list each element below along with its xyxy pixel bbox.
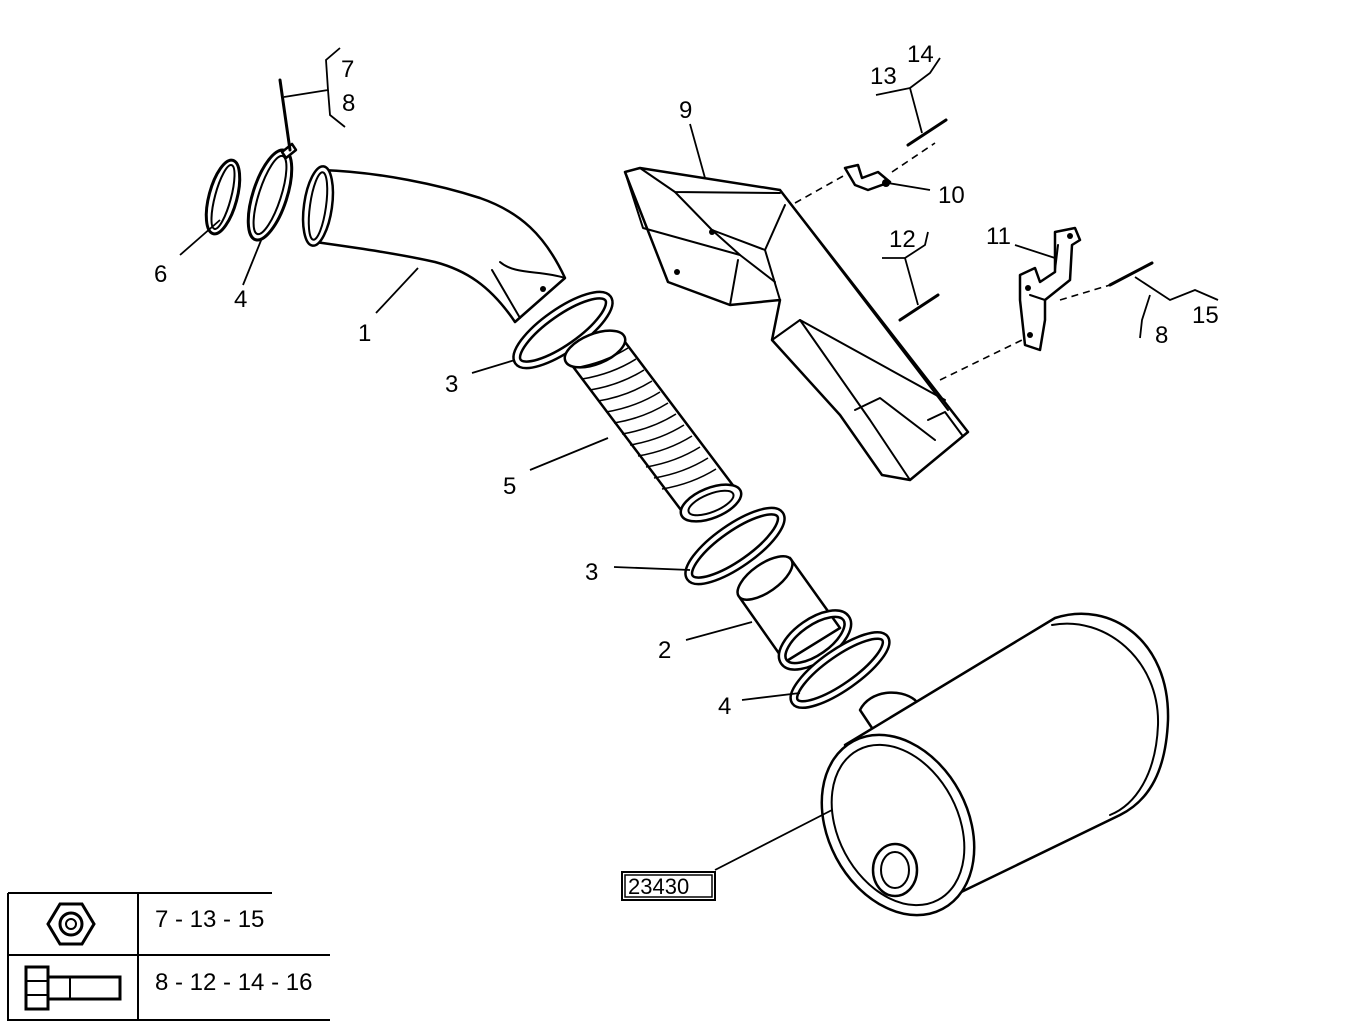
part-6-clip-ring: [204, 158, 242, 236]
hex-bolt-icon: [24, 965, 122, 1011]
label-part-9: 9: [679, 97, 692, 124]
legend-nut-parts: 7 - 13 - 15: [155, 906, 264, 933]
fasteners: [278, 78, 1154, 322]
label-part-10: 10: [938, 182, 965, 209]
label-part-14: 14: [907, 41, 934, 68]
label-part-12: 12: [889, 226, 916, 253]
label-part-6: 6: [154, 261, 167, 288]
label-part-7: 7: [341, 56, 354, 83]
hex-nut-icon: [46, 902, 96, 946]
label-part-2: 2: [658, 637, 671, 664]
label-part-3-top: 3: [445, 371, 458, 398]
label-part-5: 5: [503, 473, 516, 500]
filter-housing: [820, 612, 1170, 917]
part-3-ring-bottom: [684, 506, 786, 586]
label-part-4-top: 4: [234, 286, 247, 313]
part-labels: 7 8 6 4 1 3 5 3 2 4 9 13 14 10 12 11 15 …: [154, 41, 1219, 720]
label-part-13: 13: [870, 63, 897, 90]
assembly-lines: [794, 142, 1111, 381]
reference-code-box: 23430: [621, 871, 716, 901]
reference-code: 23430: [628, 874, 689, 899]
part-10-small-bracket: [843, 163, 892, 192]
label-part-15: 15: [1192, 302, 1219, 329]
part-4-hose-clamp-bottom: [789, 631, 891, 709]
legend-bolt-parts: 8 - 12 - 14 - 16: [155, 969, 312, 996]
part-2-adapter-sleeve: [736, 555, 853, 671]
label-part-8-right: 8: [1155, 322, 1168, 349]
fastener-legend: 7 - 13 - 15 8 - 12 - 14 - 16: [7, 892, 330, 1021]
label-part-8-top: 8: [342, 90, 355, 117]
part-11-mounting-bracket: [1018, 226, 1082, 352]
part-1-elbow-pipe: [301, 165, 567, 324]
part-4-hose-clamp-top: [246, 142, 298, 242]
label-part-11: 11: [986, 223, 1011, 250]
part-5-corrugated-hose: [563, 329, 743, 523]
part-9-intake-duct: [623, 166, 970, 482]
label-part-1: 1: [358, 320, 371, 347]
label-part-3-bottom: 3: [585, 559, 598, 586]
leader-lines: [179, 47, 1219, 871]
label-part-4-bottom: 4: [718, 693, 731, 720]
